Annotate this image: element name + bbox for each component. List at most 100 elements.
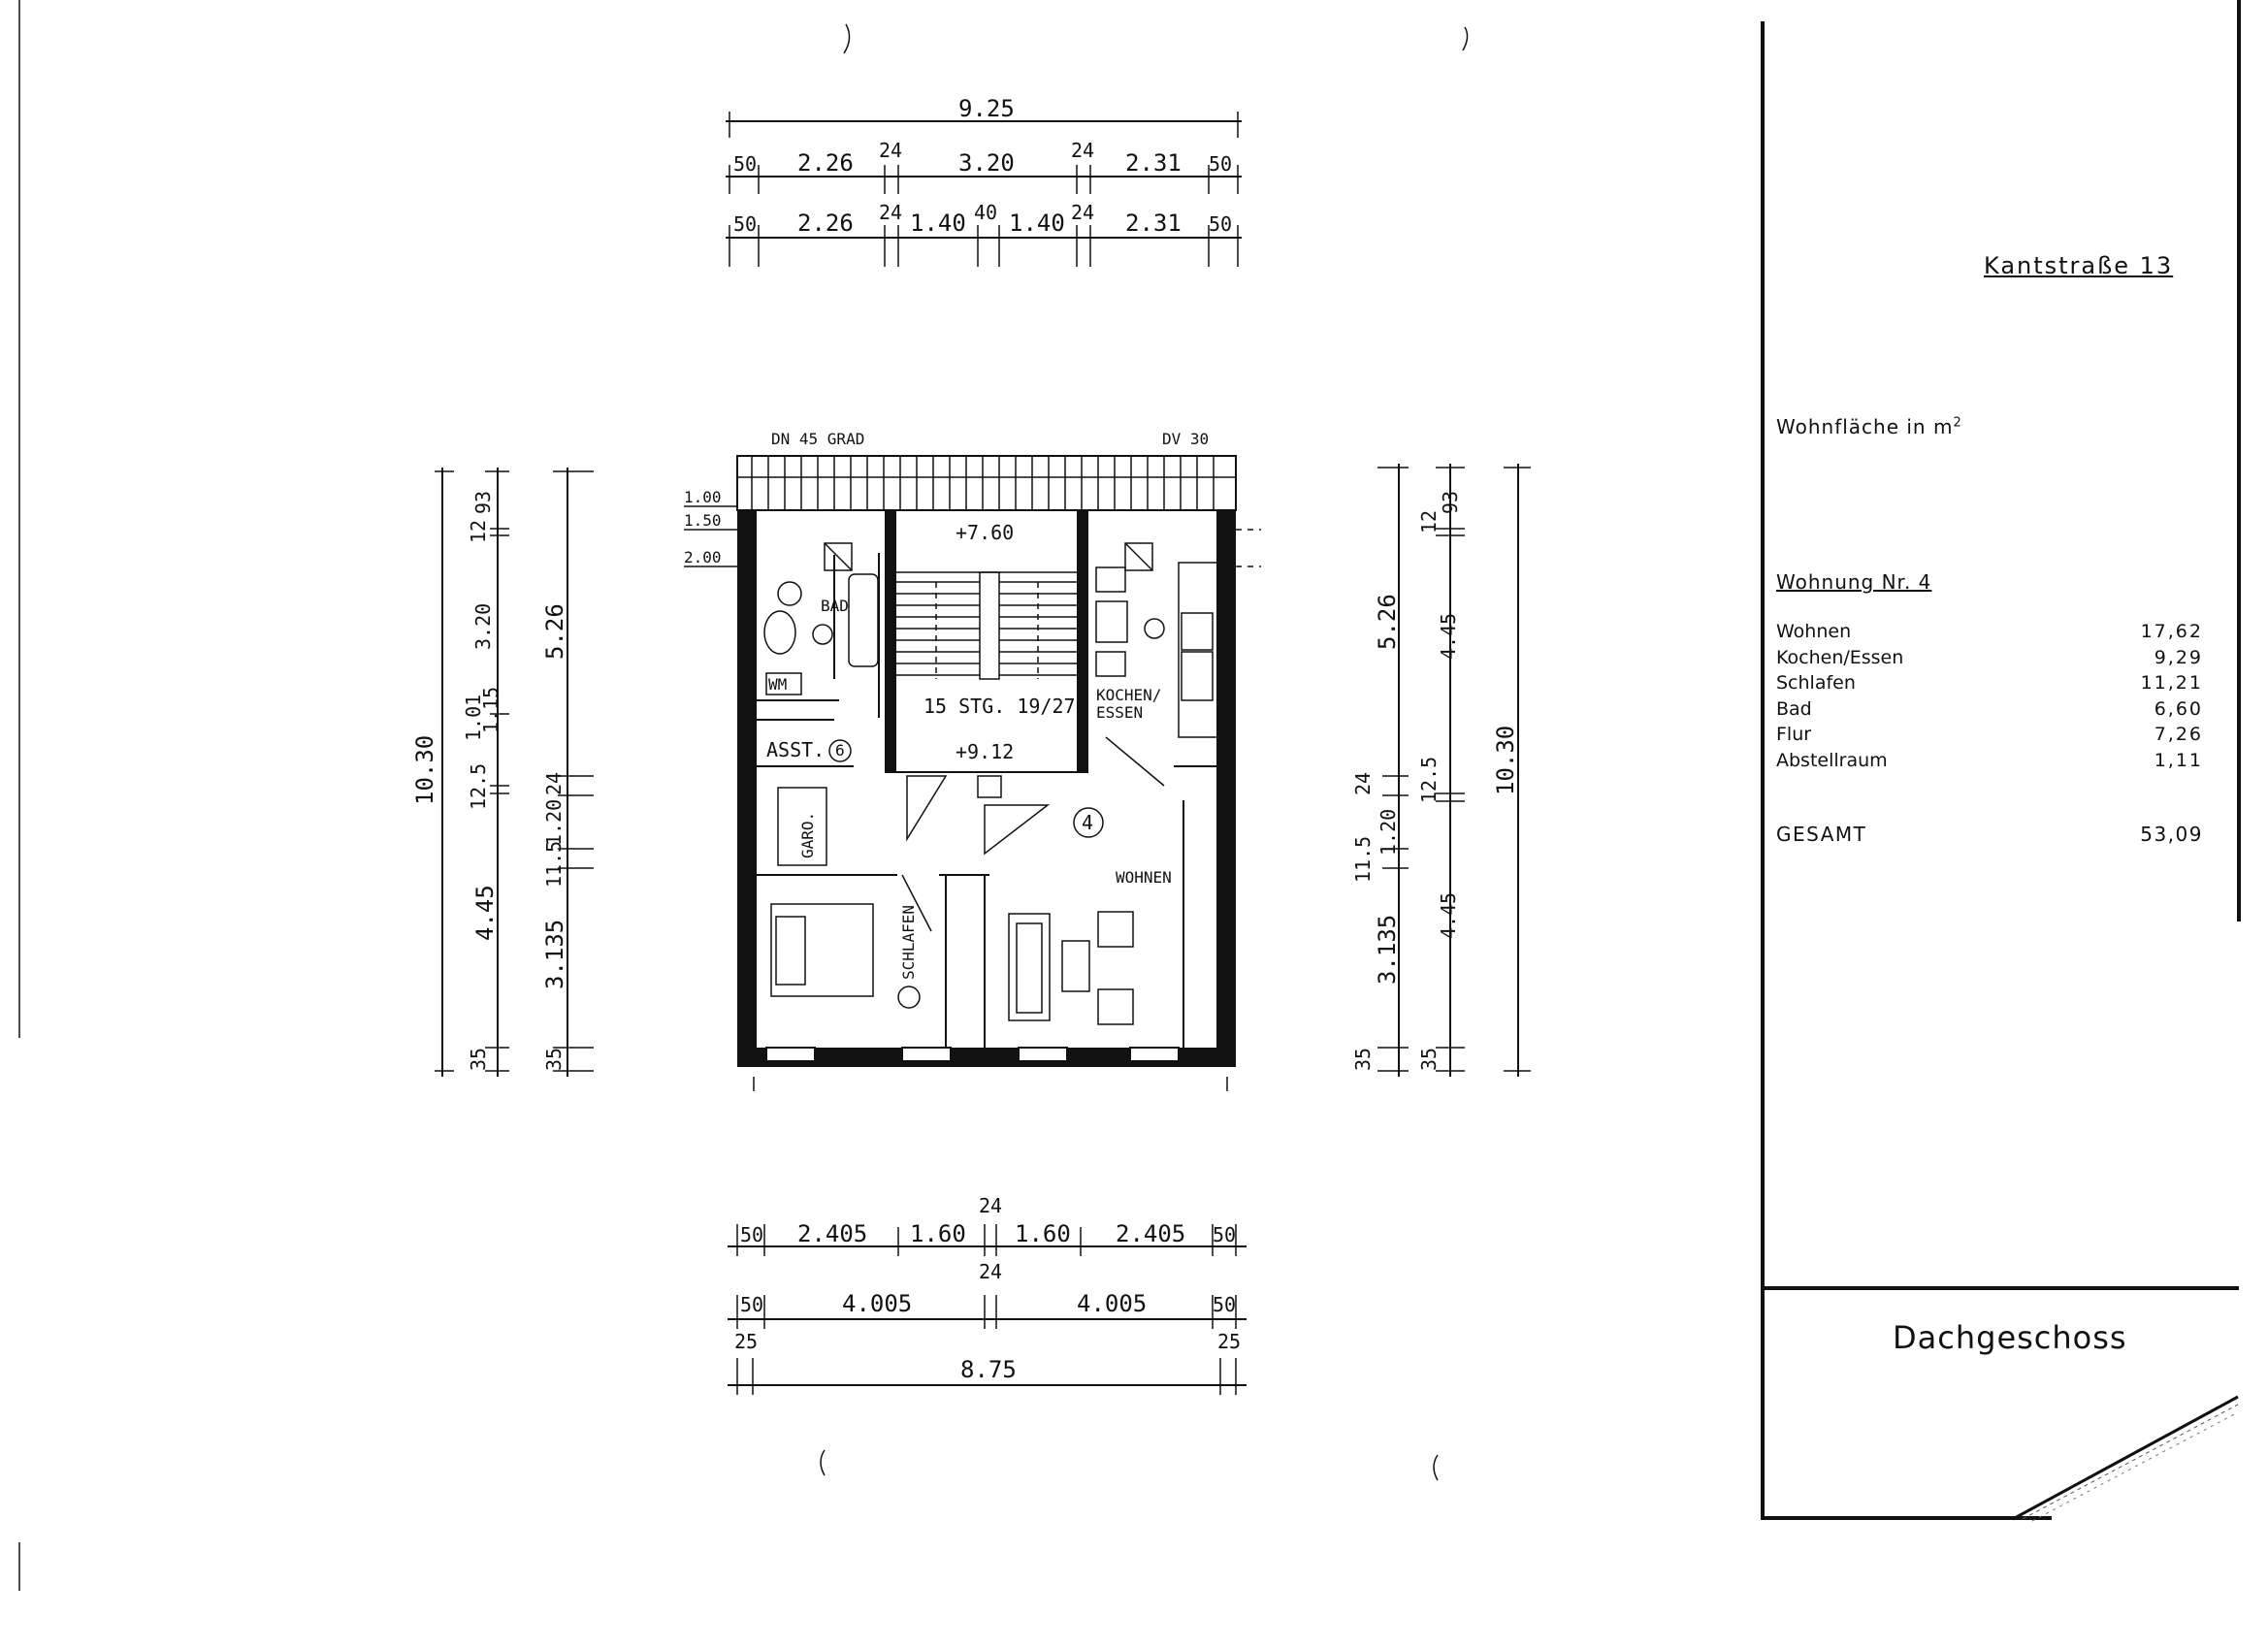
room-garo-label: GARO. bbox=[798, 812, 817, 858]
bottom-row1-dim-4: 24 bbox=[979, 1194, 1002, 1217]
left-outer-dim-6: 35 bbox=[542, 1048, 566, 1071]
left-inner-dim-5: 1.01 bbox=[462, 695, 485, 741]
left-inner-dim-4: 12.5 bbox=[467, 763, 490, 810]
room-name: Wohnen bbox=[1776, 621, 1852, 642]
left-outer-dim-1: 5.26 bbox=[541, 603, 568, 660]
room-area-table: Wohnen 17,62 Kochen/Essen 9,29 Schlafen 11,… bbox=[1776, 619, 2203, 773]
left-overall-dimension: 10.30 bbox=[411, 735, 438, 805]
table-row: Flur 7,26 bbox=[1776, 722, 2203, 748]
roof-pitch-left: DN 45 GRAD bbox=[771, 430, 864, 448]
room-area: 7,26 bbox=[2154, 724, 2203, 745]
total-label: GESAMT bbox=[1776, 823, 1867, 846]
bottom-row1-dim-6: 2.405 bbox=[1116, 1220, 1185, 1247]
roof-pitch-right: DV 30 bbox=[1162, 430, 1209, 448]
left-outer-dim-3: 1.20 bbox=[542, 799, 566, 846]
left-inner-dim-7: 4.45 bbox=[471, 885, 499, 941]
height-1-50: 1.50 bbox=[684, 511, 722, 530]
top-row2-dim-6: 1.40 bbox=[1009, 210, 1065, 237]
bottom-row1-dim-3: 1.60 bbox=[910, 1220, 966, 1247]
right-inner-dim-6: 35 bbox=[1417, 1048, 1441, 1071]
top-row2-dim-4: 1.40 bbox=[910, 210, 966, 237]
title-block-separator bbox=[1761, 1286, 2239, 1290]
right-inner-dim-1: 12 bbox=[1417, 510, 1441, 534]
room-bad-label: BAD bbox=[821, 597, 849, 615]
room-area: 17,62 bbox=[2140, 621, 2203, 642]
room-name: Bad bbox=[1776, 697, 1812, 720]
bottom-row1-dim-5: 1.60 bbox=[1015, 1220, 1071, 1247]
scan-marks bbox=[18, 0, 1469, 1591]
stair-treads bbox=[896, 571, 1077, 680]
top-row2-dim-1: 50 bbox=[733, 212, 757, 236]
room-kochen-label: KOCHEN/ bbox=[1096, 686, 1161, 704]
top-overall-dimension: 9.25 bbox=[958, 95, 1015, 122]
floor-plan-drawing: 9.25 50 2.26 24 3.20 24 2.31 50 50 2.26 … bbox=[18, 0, 1531, 1591]
height-2-00: 2.00 bbox=[684, 548, 722, 566]
right-outer-dim-4: 11.5 bbox=[1351, 836, 1375, 883]
right-overall-dimension: 10.30 bbox=[1492, 726, 1519, 795]
radiator-mark-asst: 6 bbox=[835, 741, 845, 760]
washing-machine-label: WM bbox=[768, 675, 787, 694]
bottom-row1-dim-1: 50 bbox=[740, 1223, 763, 1246]
top-row2-dim-7: 24 bbox=[1071, 201, 1094, 224]
right-outer-dim-3: 1.20 bbox=[1377, 809, 1400, 856]
room-area: 9,29 bbox=[2154, 646, 2203, 668]
room-essen-label: ESSEN bbox=[1096, 703, 1143, 722]
top-dimension-chains: 9.25 50 2.26 24 3.20 24 2.31 50 50 2.26 … bbox=[726, 95, 1242, 267]
right-inner-dim-3: 4.45 bbox=[1437, 613, 1460, 660]
right-outer-dim-2: 24 bbox=[1351, 772, 1375, 795]
room-area: 6,60 bbox=[2154, 697, 2203, 720]
right-outer-dim-6: 35 bbox=[1351, 1048, 1375, 1071]
top-row1-dim-2: 2.26 bbox=[797, 149, 854, 177]
bottom-row2-dim-2: 4.005 bbox=[842, 1290, 912, 1317]
right-outer-dim-1: 5.26 bbox=[1374, 594, 1401, 650]
left-inner-dim-1: 12 bbox=[467, 520, 490, 543]
bottom-row2-dim-5: 50 bbox=[1213, 1293, 1236, 1316]
floor-name: Dachgeschoss bbox=[1893, 1319, 2127, 1356]
left-inner-dim-6: 1.15 bbox=[479, 687, 502, 733]
left-inner-dim-3: 3.20 bbox=[471, 603, 495, 650]
top-row2-dim-8: 2.31 bbox=[1125, 210, 1182, 237]
top-row1-dim-5: 24 bbox=[1071, 139, 1094, 162]
area-heading-text: Wohnfläche in m bbox=[1776, 415, 1954, 438]
left-outer-dim-4: 11.5 bbox=[542, 841, 566, 888]
title-block-diagonal-hatch bbox=[2013, 1395, 2239, 1522]
roof-rafters bbox=[737, 456, 1236, 510]
bottom-row3-dim-1: 25 bbox=[734, 1330, 758, 1353]
area-heading: Wohnfläche in m2 bbox=[1776, 415, 1962, 438]
top-row1-dim-4: 3.20 bbox=[958, 149, 1015, 177]
floor-plan: DN 45 GRAD DV 30 1.00 1.50 2.00 bbox=[684, 430, 1261, 1091]
bottom-row2-dim-1: 50 bbox=[740, 1293, 763, 1316]
room-name: Kochen/Essen bbox=[1776, 646, 1904, 668]
left-outer-dim-2: 24 bbox=[542, 772, 566, 795]
top-row2-dim-3: 24 bbox=[879, 201, 902, 224]
stair-label: 15 STG. 19/27 bbox=[923, 695, 1076, 718]
top-row2-dim-9: 50 bbox=[1209, 212, 1232, 236]
table-row: Bad 6,60 bbox=[1776, 696, 2203, 723]
top-row1-dim-3: 24 bbox=[879, 139, 902, 162]
bottom-row2-dim-4: 4.005 bbox=[1077, 1290, 1147, 1317]
top-row1-dim-7: 50 bbox=[1209, 152, 1232, 176]
bottom-row3-dim-3: 25 bbox=[1217, 1330, 1241, 1353]
room-asst-label: ASST. bbox=[766, 738, 825, 761]
top-row1-dim-6: 2.31 bbox=[1125, 149, 1182, 177]
right-outer-dim-5: 3.135 bbox=[1374, 915, 1401, 985]
bottom-row1-dim-2: 2.405 bbox=[797, 1220, 867, 1247]
bottom-row3-dim-2: 8.75 bbox=[960, 1356, 1017, 1383]
right-inner-dim-2: 93 bbox=[1439, 491, 1462, 514]
unit-number-mark: 4 bbox=[1082, 811, 1093, 834]
room-area: 11,21 bbox=[2140, 672, 2203, 694]
bottom-dimension-chains: 50 2.405 1.60 24 1.60 2.405 50 50 4.005 … bbox=[728, 1194, 1247, 1395]
unit-title: Wohnung Nr. 4 bbox=[1776, 570, 1932, 594]
right-dimension-chains: 5.26 24 1.20 11.5 3.135 35 12 93 4.45 12… bbox=[1351, 464, 1531, 1077]
table-row: Kochen/Essen 9,29 bbox=[1776, 645, 2203, 671]
title-block: Kantstraße 13 Wohnfläche in m2 Wohnung N… bbox=[1761, 0, 2268, 1649]
top-row2-dim-2: 2.26 bbox=[797, 210, 854, 237]
top-row2-dim-5: 40 bbox=[974, 201, 997, 224]
bottom-row2-dim-3: 24 bbox=[979, 1260, 1002, 1283]
room-area: 1,11 bbox=[2154, 749, 2203, 771]
room-name: Schlafen bbox=[1776, 672, 1856, 694]
left-inner-dim-2: 93 bbox=[471, 491, 495, 514]
title-block-border-right bbox=[2237, 0, 2241, 922]
room-name: Flur bbox=[1776, 724, 1812, 745]
